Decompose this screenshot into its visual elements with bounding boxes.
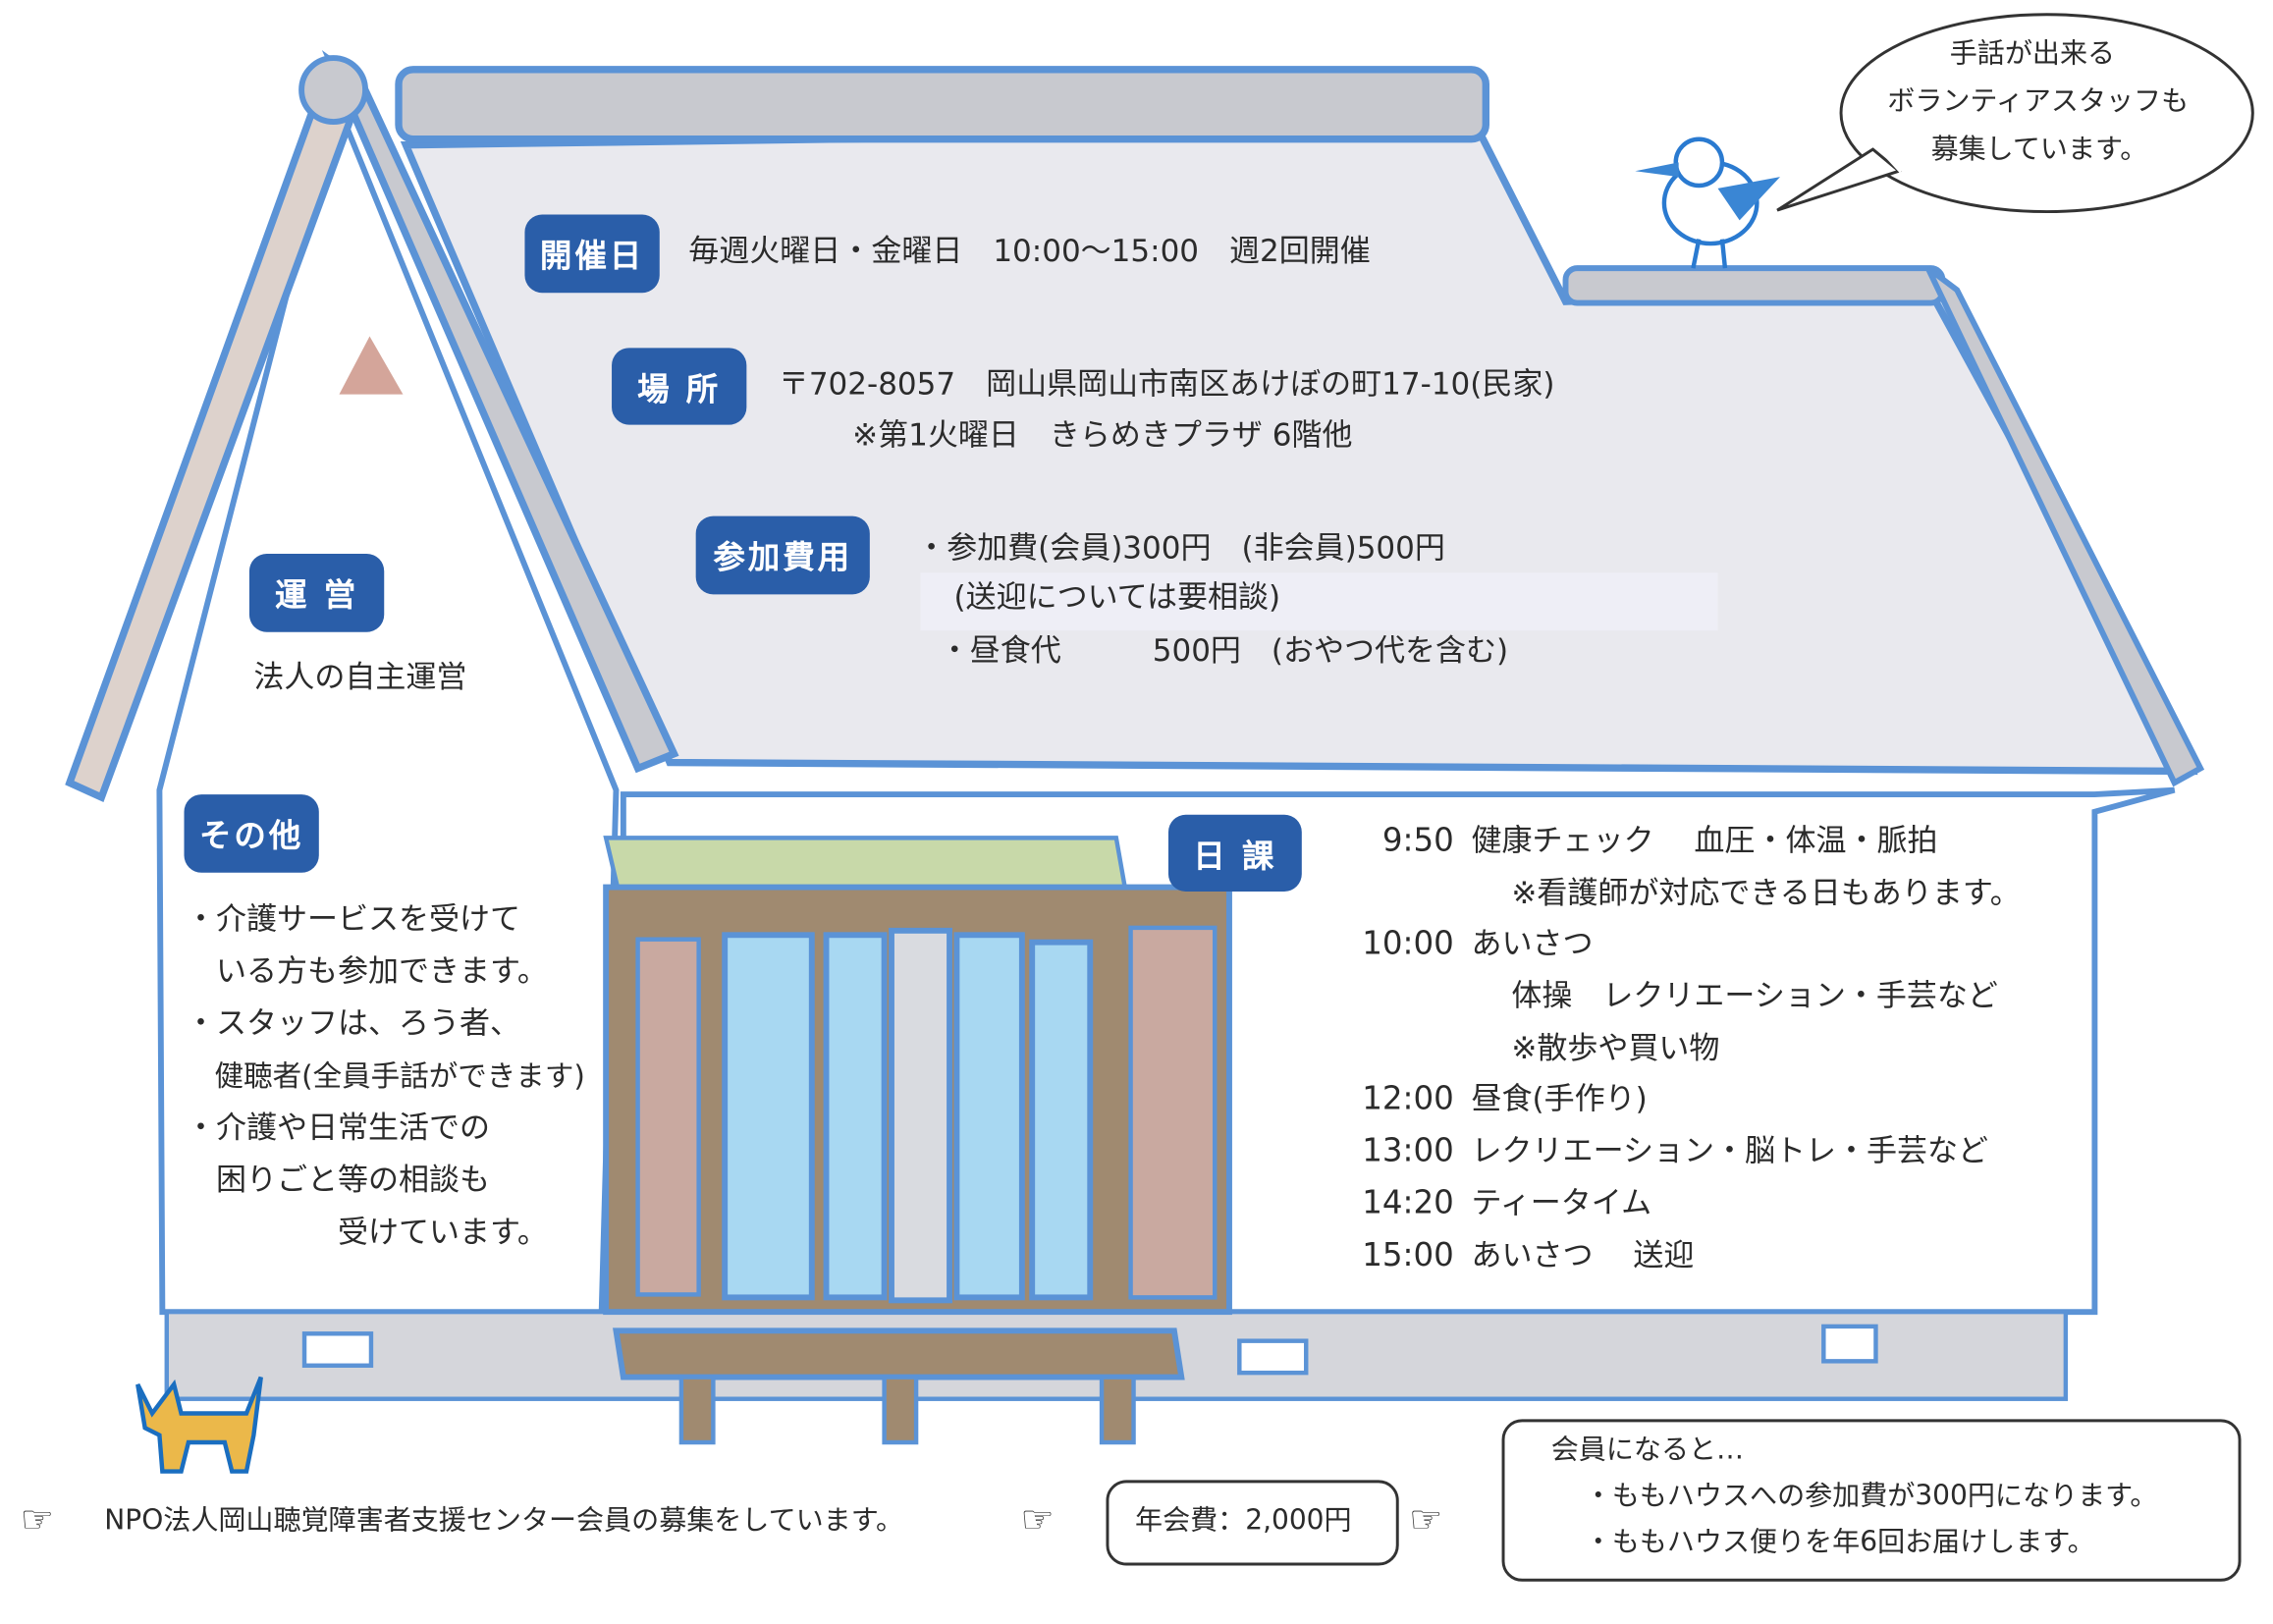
other-line: ・介護や日常生活での (185, 1110, 491, 1146)
daily-row: 12:00 昼食(手作り) (1312, 1082, 2021, 1137)
daily-time: 9:50 (1381, 823, 1454, 860)
daily-activity: ティータイム (1471, 1185, 1652, 1220)
bubble-line: 手話が出来る (1949, 37, 2116, 70)
daily-time: 15:00 (1362, 1237, 1454, 1274)
management-text: 法人の自主運営 (253, 659, 467, 695)
benefits-box: 会員になると… ・ももハウスへの参加費が300円になります。 ・ももハウス便りを… (1501, 1419, 2242, 1582)
eave (603, 836, 1128, 890)
other-line: ・スタッフは、ろう者、 (185, 1005, 521, 1042)
bird-illustration (1635, 136, 1781, 269)
management-badge: 運 営 (248, 553, 385, 632)
gable-right-edge (1924, 265, 2205, 787)
schedule-badge: 開催日 (524, 214, 660, 294)
other-line: 困りごと等の相談も (185, 1163, 491, 1198)
other-line: ・介護サービスを受けて (185, 901, 521, 937)
other-badge: その他 (184, 794, 319, 873)
daily-schedule: 9:50 健康チェック 血圧・体温・脈拍 ※看護師が対応できる日もあります。 10:… (1312, 823, 2021, 1292)
other-line: 受けています。 (185, 1215, 548, 1250)
daily-badge: 日 課 (1167, 814, 1302, 892)
benefit-item: ・ももハウスへの参加費が300円になります。 (1584, 1480, 2158, 1512)
speech-bubble (1839, 13, 2254, 214)
gable-vent (339, 336, 404, 395)
daily-activity: 体操 レクリエーション・手芸など (1471, 978, 1998, 1014)
daily-activity: ※散歩や買い物 (1471, 1030, 1720, 1065)
daily-row: 14:20 ティータイム (1312, 1188, 2021, 1240)
benefit-item: ・ももハウス便りを年6回お届けします。 (1584, 1526, 2095, 1559)
other-line: いる方も参加できます。 (185, 953, 548, 989)
place-badge: 場 所 (612, 348, 747, 425)
place-note: ※第1火曜日 きらめきプラザ 6階他 (852, 417, 1353, 453)
daily-activity: あいさつ (1471, 926, 1594, 962)
daily-activity: ※看護師が対応できる日もあります。 (1471, 875, 2021, 910)
daily-row: 9:50 健康チェック 血圧・体温・脈拍 (1312, 823, 2021, 879)
other-list: ・介護サービスを受けて いる方も参加できます。 ・スタッフは、ろう者、 健聴者(… (186, 904, 585, 1270)
fee-line: ・昼食代 500円 (おやつ代を含む) (939, 633, 1509, 669)
benefits-title: 会員になると… (1550, 1434, 1745, 1466)
fee-line: (送迎については要相談) (953, 579, 1281, 615)
roof-ridge-right (1562, 265, 1946, 306)
daily-time: 14:20 (1362, 1185, 1454, 1222)
bench (613, 1327, 1185, 1380)
bubble-line: ボランティアスタッフも (1887, 85, 2190, 118)
pointing-hand-icon: ☞ (20, 1498, 55, 1543)
schedule-text: 毎週火曜日・金曜日 10:00〜15:00 週2回開催 (688, 233, 1371, 269)
bubble-line: 募集しています。 (1930, 133, 2148, 166)
daily-row: 10:00 あいさつ (1312, 926, 2021, 982)
roof-ridge (395, 66, 1490, 143)
daily-activity: あいさつ 送迎 (1471, 1237, 1695, 1272)
pointing-hand-icon: ☞ (1020, 1498, 1055, 1543)
daily-activity: 昼食(手作り) (1471, 1082, 1648, 1117)
other-line: 健聴者(全員手話ができます) (185, 1057, 585, 1094)
daily-row: ※看護師が対応できる日もあります。 (1312, 875, 2021, 930)
daily-time: 13:00 (1362, 1133, 1454, 1170)
daily-row: 15:00 あいさつ 送迎 (1312, 1237, 2021, 1292)
fee-badge: 参加費用 (695, 515, 870, 595)
place-address: 〒702-8057 岡山県岡山市南区あけぼの町17-10(民家) (778, 366, 1555, 402)
daily-row: 13:00 レクリエーション・脳トレ・手芸など (1312, 1133, 2021, 1189)
recruit-text: NPO法人岡山聴覚障害者支援センター会員の募集をしています。 (104, 1504, 904, 1537)
daily-activity: レクリエーション・脳トレ・手芸など (1471, 1133, 1989, 1169)
annual-fee-box: 年会費：2,000円 (1106, 1480, 1399, 1566)
daily-activity: 健康チェック 血圧・体温・脈拍 (1471, 823, 1938, 859)
daily-time (1312, 878, 1454, 930)
daily-row: ※散歩や買い物 (1312, 1033, 2021, 1085)
daily-time: 12:00 (1362, 1082, 1454, 1118)
daily-row: 体操 レクリエーション・手芸など (1312, 978, 2021, 1034)
annual-fee: 年会費：2,000円 (1135, 1504, 1352, 1537)
daily-time (1312, 982, 1454, 1034)
cat-illustration (135, 1376, 263, 1474)
fee-line: ・参加費(会員)300円 (非会員)500円 (916, 530, 1445, 566)
daily-time: 10:00 (1362, 926, 1454, 963)
fee-highlight (920, 572, 1718, 631)
pointing-hand-icon: ☞ (1409, 1498, 1443, 1543)
daily-time (1312, 1033, 1454, 1085)
roof-ornament (298, 55, 369, 125)
